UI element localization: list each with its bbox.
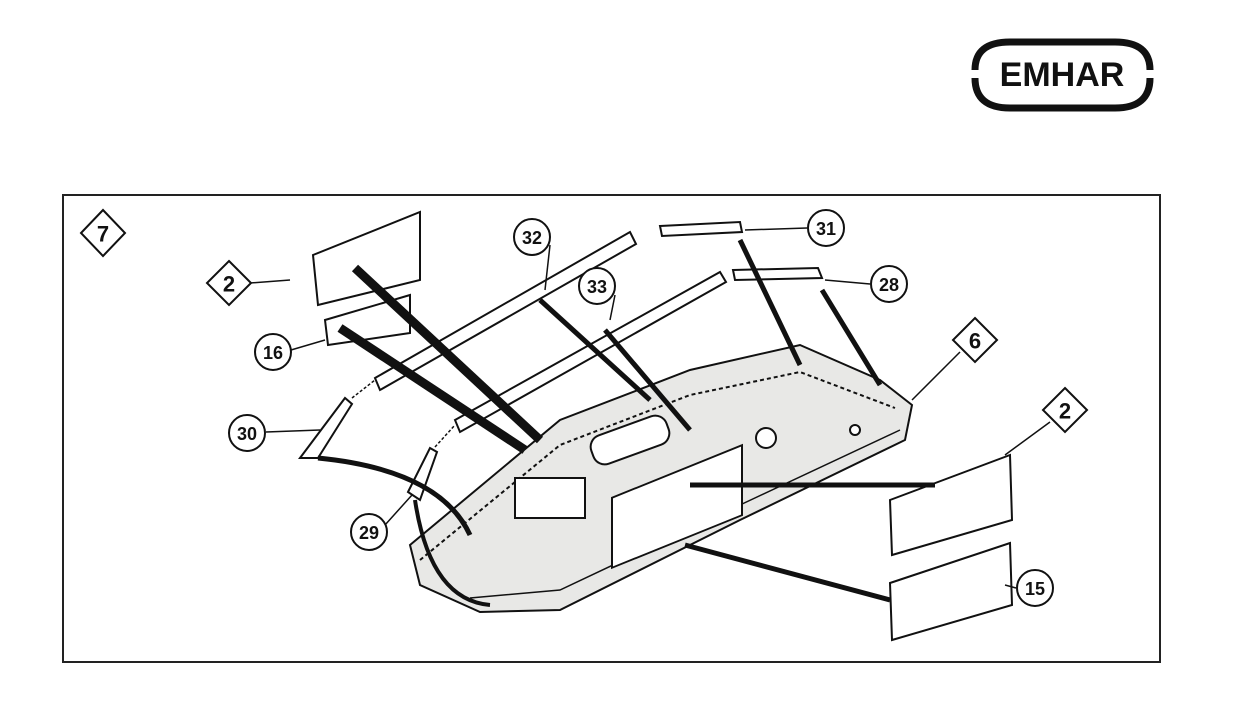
- callout-2-top: 2: [205, 259, 253, 307]
- callout-label: 33: [587, 277, 607, 297]
- sub-assembly-2-top: [311, 210, 421, 307]
- callout-label: 30: [237, 424, 257, 444]
- callout-30: 30: [228, 414, 266, 452]
- step-number-badge: 7: [79, 208, 127, 258]
- callout-label: 15: [1025, 579, 1045, 599]
- part-31: [658, 220, 744, 238]
- callout-label: 16: [263, 343, 283, 363]
- callout-label: 31: [816, 219, 836, 239]
- callout-31: 31: [807, 209, 845, 247]
- callout-33: 33: [578, 267, 616, 305]
- callout-label: 29: [359, 523, 379, 543]
- part-30: [298, 396, 354, 459]
- callout-16: 16: [254, 333, 292, 371]
- part-29: [406, 446, 439, 502]
- assembly-arrows: [317, 238, 935, 607]
- callout-32: 32: [513, 218, 551, 256]
- callout-15: 15: [1016, 569, 1054, 607]
- callout-29: 29: [350, 513, 388, 551]
- part-15: [888, 541, 1014, 642]
- step-number: 7: [97, 222, 109, 247]
- part-33-rail: [453, 270, 728, 434]
- tank-hull: [408, 343, 914, 614]
- logo-text: EMHAR: [1000, 56, 1125, 94]
- callout-label: 6: [969, 329, 981, 354]
- callout-2-right: 2: [1041, 386, 1089, 434]
- callout-label: 2: [223, 272, 235, 297]
- callout-6: 6: [951, 316, 999, 364]
- leader-lines: [249, 227, 1051, 589]
- step-frame: [62, 194, 1161, 663]
- callout-28: 28: [870, 265, 908, 303]
- emhar-logo: EMHAR: [971, 38, 1154, 112]
- sub-assembly-2-right: [888, 453, 1014, 557]
- callout-label: 2: [1059, 399, 1071, 424]
- callout-label: 28: [879, 275, 899, 295]
- part-28: [731, 266, 824, 282]
- callout-label: 32: [522, 228, 542, 248]
